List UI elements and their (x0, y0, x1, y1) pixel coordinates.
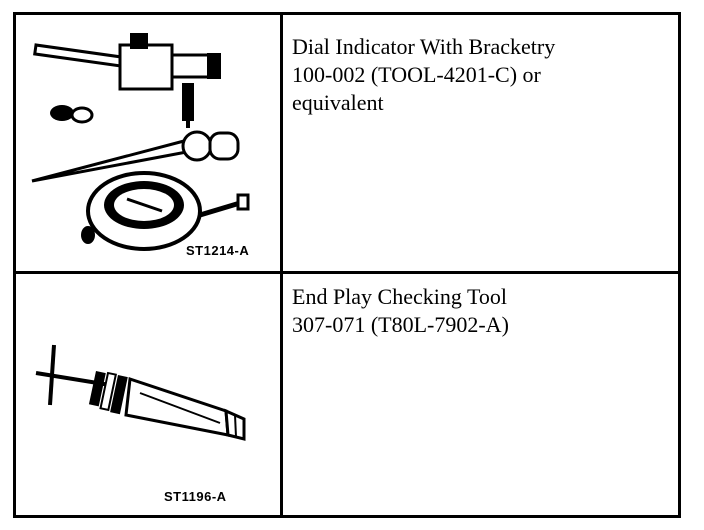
tool-description: Dial Indicator With Bracketry 100-002 (T… (292, 33, 555, 117)
column-divider (280, 15, 283, 515)
dial-indicator-illustration (22, 23, 272, 263)
tool-table: ST1214-A Dial Indicator With Bracketry 1… (13, 12, 681, 518)
tool-note-line: equivalent (292, 90, 384, 115)
illustration-caption: ST1196-A (164, 489, 227, 504)
illustration-caption: ST1214-A (186, 243, 250, 258)
row-divider (16, 271, 678, 274)
end-play-checking-tool-icon (35, 344, 246, 441)
tool-name-line: End Play Checking Tool (292, 284, 507, 309)
end-play-tool-illustration (30, 335, 260, 465)
tool-description: End Play Checking Tool 307-071 (T80L-790… (292, 283, 509, 339)
tool-number-line: 100-002 (TOOL-4201-C) or (292, 62, 541, 87)
tool-number-line: 307-071 (T80L-7902-A) (292, 312, 509, 337)
dial-indicator-with-bracketry-icon (31, 33, 250, 251)
tool-name-line: Dial Indicator With Bracketry (292, 34, 556, 59)
